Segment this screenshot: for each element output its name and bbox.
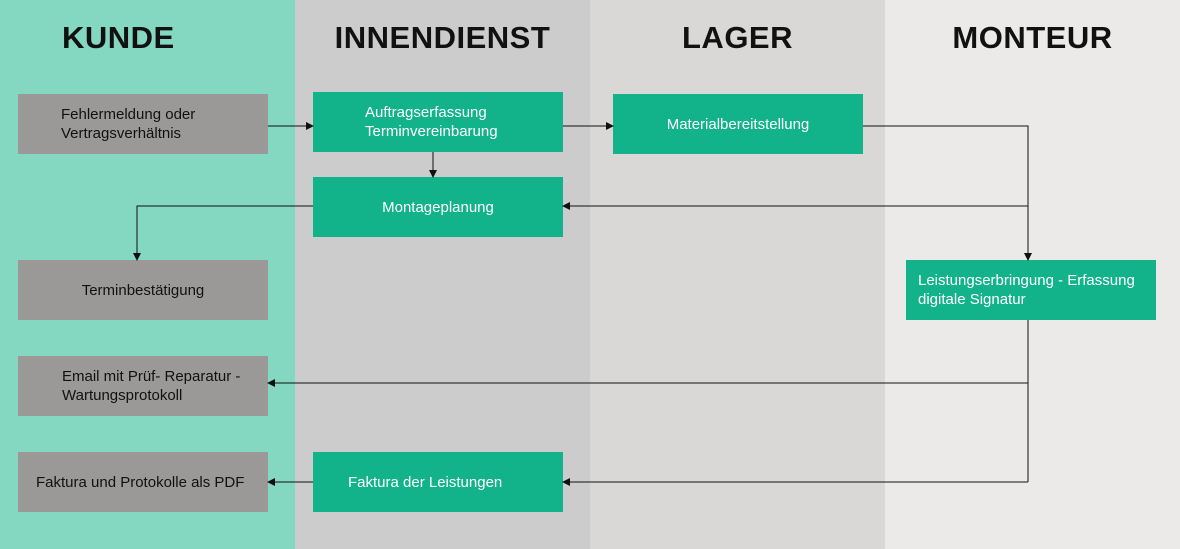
box-terminbestaetigung-label: Terminbestätigung	[81, 281, 205, 299]
box-email-protokoll-label: Email mit Prüf- Reparatur - Wartungsprot…	[62, 368, 241, 404]
box-faktura-leistungen-label: Faktura der Leistungen	[348, 473, 503, 491]
box-faktura-pdf: Faktura und Protokolle als PDF	[18, 452, 268, 512]
lane-title-lager: LAGER	[682, 20, 793, 55]
box-terminbestaetigung: Terminbestätigung	[18, 260, 268, 320]
box-materialbereitstellung: Materialbereitstellung	[613, 94, 863, 154]
box-fehlermeldung: Fehlermeldung oder Vertragsverhältnis	[18, 94, 268, 154]
box-leistungserbringung: Leistungserbringung - Erfassung digitale…	[906, 260, 1156, 320]
lane-title-monteur: MONTEUR	[952, 20, 1113, 55]
box-email-protokoll: Email mit Prüf- Reparatur - Wartungsprot…	[18, 356, 268, 416]
box-montageplanung: Montageplanung	[313, 177, 563, 237]
box-faktura-pdf-label: Faktura und Protokolle als PDF	[36, 473, 245, 491]
box-leistungserbringung-label: Leistungserbringung - Erfassung digitale…	[918, 272, 1135, 308]
box-montageplanung-label: Montageplanung	[382, 198, 494, 216]
box-fehlermeldung-label: Fehlermeldung oder Vertragsverhältnis	[61, 106, 196, 142]
box-faktura-leistungen: Faktura der Leistungen	[313, 452, 563, 512]
box-auftragserfassung-label: Auftragserfassung Terminvereinbarung	[365, 104, 498, 140]
box-materialbereitstellung-label: Materialbereitstellung	[666, 115, 810, 133]
lane-title-innendienst: INNENDIENST	[334, 20, 551, 55]
lane-title-kunde: KUNDE	[62, 20, 175, 55]
box-auftragserfassung: Auftragserfassung Terminvereinbarung	[313, 92, 563, 152]
lane-lager: LAGER	[590, 0, 885, 549]
